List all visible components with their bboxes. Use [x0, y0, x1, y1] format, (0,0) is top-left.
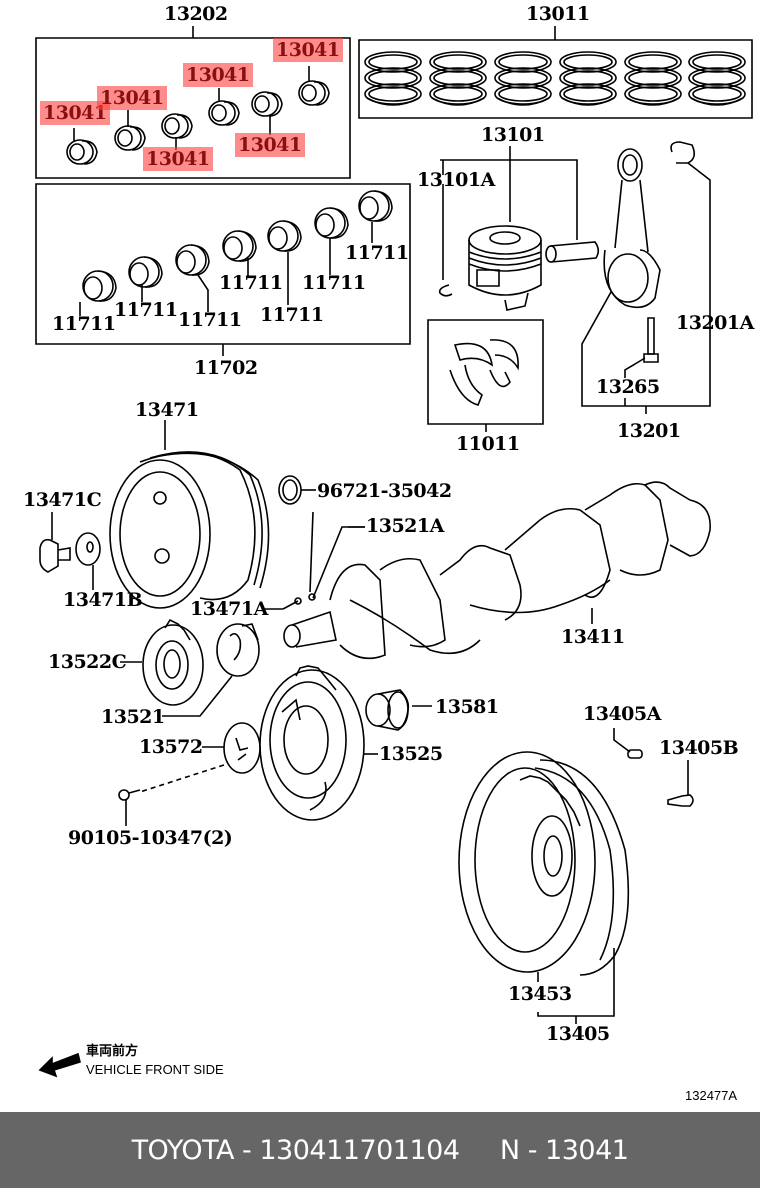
- callout-13041-highlight[interactable]: 13041: [235, 133, 305, 157]
- callout-13405[interactable]: 13405: [546, 1023, 610, 1045]
- callout-13522C[interactable]: 13522C: [48, 651, 127, 673]
- callout-13525[interactable]: 13525: [379, 743, 443, 765]
- callout-13101[interactable]: 13101: [481, 124, 545, 146]
- crank-bearing-set-group: [36, 184, 410, 356]
- bearing-set-13202-group: [36, 26, 350, 178]
- callout-13471B[interactable]: 13471B: [63, 589, 143, 611]
- callout-13471[interactable]: 13471: [135, 399, 199, 421]
- callout-13011[interactable]: 13011: [526, 3, 590, 25]
- callout-13521[interactable]: 13521: [101, 706, 165, 728]
- footer-part-number: TOYOTA - 130411701104 N - 13041: [131, 1134, 629, 1166]
- crank-pulley-group: [40, 420, 316, 608]
- bearing-shell-icon: [115, 126, 145, 150]
- crankshaft-group: [262, 482, 710, 658]
- callout-11711[interactable]: 11711: [114, 299, 178, 321]
- callout-90105-10347[interactable]: 90105-10347(2): [68, 827, 233, 849]
- callout-13041-highlight[interactable]: 13041: [183, 63, 253, 87]
- callout-11711[interactable]: 11711: [52, 313, 116, 335]
- callout-11711[interactable]: 11711: [345, 242, 409, 264]
- bearing-shell-icon: [67, 140, 97, 164]
- callout-11711[interactable]: 11711: [302, 272, 366, 294]
- callout-13101A[interactable]: 13101A: [417, 169, 495, 191]
- front-direction-arrow-icon: [40, 1054, 80, 1076]
- shaft-plug-group: [366, 690, 432, 730]
- callout-13265[interactable]: 13265: [596, 376, 660, 398]
- callout-13453[interactable]: 13453: [508, 983, 572, 1005]
- callout-13581[interactable]: 13581: [435, 696, 499, 718]
- flywheel-group: [459, 728, 693, 1024]
- thrust-washer-group: [428, 320, 543, 432]
- bearing-shell-icon: [162, 114, 192, 138]
- footer-bar: TOYOTA - 130411701104 N - 13041: [0, 1112, 760, 1188]
- direction-label-en: VEHICLE FRONT SIDE: [86, 1062, 224, 1077]
- callout-11702[interactable]: 11702: [194, 357, 258, 379]
- piston-ring-set-group: [359, 26, 752, 118]
- parts-drawing: [0, 0, 760, 1112]
- callout-13405B[interactable]: 13405B: [659, 737, 739, 759]
- bearing-shell-icon: [252, 92, 282, 116]
- callout-13471C[interactable]: 13471C: [23, 489, 102, 511]
- callout-13041-highlight[interactable]: 13041: [97, 86, 167, 110]
- callout-11711[interactable]: 11711: [260, 304, 324, 326]
- callout-13411[interactable]: 13411: [561, 626, 625, 648]
- callout-13201A[interactable]: 13201A: [676, 312, 754, 334]
- callout-96721-35042[interactable]: 96721-35042: [317, 480, 452, 502]
- drawing-id: 132477A: [685, 1088, 738, 1103]
- piston-group: [440, 146, 599, 310]
- callout-13041-highlight[interactable]: 13041: [273, 38, 343, 62]
- bearing-shell-icon: [209, 101, 239, 125]
- timing-gear-group: [120, 620, 259, 716]
- callout-13471A[interactable]: 13471A: [190, 598, 268, 620]
- callout-11711[interactable]: 11711: [219, 272, 283, 294]
- callout-13202[interactable]: 13202: [164, 3, 228, 25]
- direction-label-jp: 車両前方: [86, 1043, 139, 1058]
- callout-13572[interactable]: 13572: [139, 736, 203, 758]
- parts-diagram: 13202 13011 13041 13041 13041 13041 1304…: [0, 0, 760, 1112]
- callout-13041-highlight[interactable]: 13041: [143, 147, 213, 171]
- connecting-rod-group: [582, 142, 710, 414]
- idler-gear-group: [260, 666, 378, 820]
- callout-13405A[interactable]: 13405A: [583, 703, 661, 725]
- callout-11011[interactable]: 11011: [456, 433, 520, 455]
- callout-13521A[interactable]: 13521A: [366, 515, 444, 537]
- callout-11711[interactable]: 11711: [178, 309, 242, 331]
- bearing-shell-icon: [299, 81, 329, 105]
- callout-13201[interactable]: 13201: [617, 420, 681, 442]
